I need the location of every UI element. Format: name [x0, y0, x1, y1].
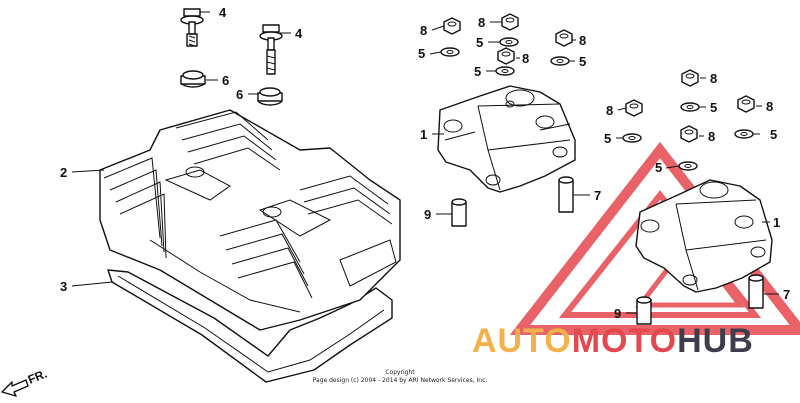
- watermark-text-hub: HUB: [677, 322, 754, 360]
- callout-5: 5: [476, 35, 483, 50]
- callout-9: 9: [424, 207, 431, 222]
- callout-7: 7: [594, 188, 601, 203]
- nut: [737, 95, 755, 113]
- callout-5: 5: [604, 131, 611, 146]
- washer: [495, 66, 515, 76]
- nut: [443, 17, 461, 35]
- washer: [734, 129, 754, 139]
- cylinder-head-cover: [99, 109, 401, 331]
- callout-5: 5: [418, 46, 425, 61]
- rocker-arm-holder-left: [437, 85, 576, 193]
- callout-8: 8: [766, 99, 773, 114]
- washer: [678, 161, 698, 171]
- callout-4: 4: [219, 5, 227, 20]
- front-direction-arrow: FR.: [1, 367, 49, 397]
- callout-5: 5: [579, 54, 586, 69]
- nut: [625, 99, 643, 117]
- callout-8: 8: [522, 51, 529, 66]
- copyright-notice: Copyright Page design (c) 2004 - 2014 by…: [313, 369, 488, 384]
- nut: [497, 47, 515, 65]
- bolt-left: [180, 8, 204, 47]
- callout-5: 5: [710, 100, 717, 115]
- dowel-pin-7-left: [558, 176, 574, 213]
- callout-8: 8: [606, 103, 613, 118]
- watermark-logo: AUTOMOTOHUB: [472, 322, 754, 360]
- callout-5: 5: [655, 160, 662, 175]
- bolt-right: [259, 24, 283, 75]
- washer: [440, 47, 460, 57]
- watermark-text-moto: MOTO: [572, 322, 677, 360]
- washer: [499, 37, 519, 47]
- callout-5: 5: [770, 127, 777, 142]
- washer: [550, 56, 570, 66]
- callout-8: 8: [579, 33, 586, 48]
- nuts-and-washers: [440, 13, 755, 171]
- nut: [501, 13, 519, 31]
- washer: [680, 102, 700, 112]
- watermark-text-auto: AUTO: [472, 322, 572, 360]
- callout-1: 1: [420, 127, 427, 142]
- callout-8: 8: [708, 129, 715, 144]
- callout-6: 6: [236, 87, 243, 102]
- dowel-pin-9-right: [636, 296, 652, 325]
- callout-2: 2: [60, 165, 67, 180]
- grommet-right: [257, 87, 283, 106]
- callout-1: 1: [773, 215, 780, 230]
- dowel-pin-9-left: [451, 198, 467, 227]
- svg-text:AUTOMOTOHUB: AUTOMOTOHUB: [472, 322, 754, 360]
- copyright-line-2: Page design (c) 2004 - 2014 by ARI Netwo…: [313, 377, 488, 384]
- nut: [680, 125, 698, 143]
- callout-4: 4: [295, 26, 303, 41]
- callout-8: 8: [420, 23, 427, 38]
- leader-lines: [71, 11, 779, 314]
- callout-6: 6: [222, 73, 229, 88]
- callout-8: 8: [478, 15, 485, 30]
- callout-3: 3: [60, 279, 67, 294]
- front-direction-label: FR.: [26, 367, 49, 387]
- nut: [681, 69, 699, 87]
- dowel-pin-7-right: [748, 274, 764, 309]
- rocker-arm-holder-right: [635, 179, 773, 293]
- washer: [622, 133, 642, 143]
- callout-9: 9: [614, 306, 621, 321]
- callout-7: 7: [783, 287, 790, 302]
- copyright-line-1: Copyright: [385, 369, 415, 376]
- grommet-left: [180, 70, 206, 88]
- callout-labels: 1 1 2 3 4 4 5 5 5 5 5 5 5 5 6 6 7 7 8 8 …: [60, 5, 790, 321]
- callout-5: 5: [474, 64, 481, 79]
- callout-8: 8: [710, 71, 717, 86]
- gasket: [107, 269, 393, 383]
- nut: [555, 29, 573, 47]
